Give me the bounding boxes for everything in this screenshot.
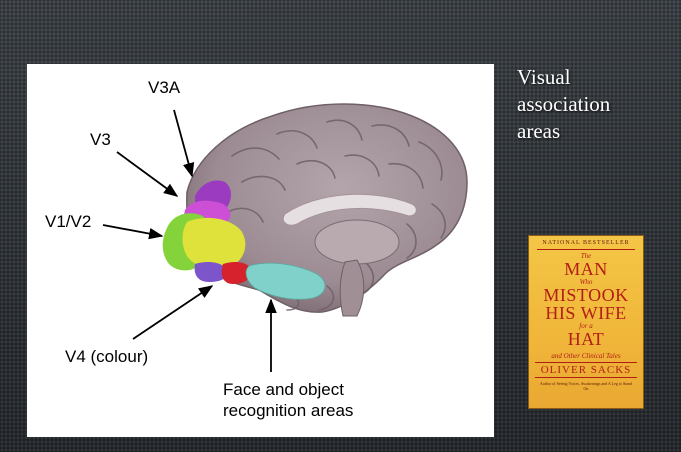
label-v4: V4 (colour): [65, 347, 149, 366]
label-v3: V3: [90, 130, 111, 149]
label-face-line1: Face and object: [223, 380, 344, 399]
slide-title: Visual association areas: [517, 64, 667, 145]
arrow-v1v2: [102, 224, 164, 240]
title-line-3: areas: [517, 119, 561, 143]
brainstem: [339, 259, 365, 317]
book-hat: HAT: [567, 329, 605, 349]
label-face-line2: recognition areas: [223, 401, 354, 420]
title-line-1: Visual: [517, 65, 571, 89]
book-mistook: MISTOOK: [543, 285, 629, 305]
label-v1v2: V1/V2: [45, 212, 92, 231]
book-author: OLIVER SACKS: [535, 362, 637, 378]
book-footnote: Author of Seeing Voices, Awakenings and …: [539, 381, 633, 391]
face-object-region: [245, 262, 326, 300]
v4-purple-region: [194, 262, 228, 282]
book-his-wife: HIS WIFE: [545, 303, 627, 323]
title-line-2: association: [517, 92, 611, 116]
book-cover-image: NATIONAL BESTSELLER The MAN Who MISTOOK …: [528, 235, 644, 409]
arrow-v3: [116, 151, 179, 197]
v1v2-region: [182, 217, 246, 269]
corpus-callosum: [282, 193, 417, 226]
book-subtitle: and Other Clinical Tales: [551, 352, 621, 360]
arrow-v4: [132, 285, 214, 340]
book-rule: [537, 249, 635, 250]
book-for-a: for a: [579, 322, 593, 330]
brain-diagram: [102, 103, 468, 372]
book-top-line: NATIONAL BESTSELLER: [542, 240, 630, 246]
label-v3a: V3A: [148, 78, 181, 97]
book-man: MAN: [564, 259, 608, 279]
v4-region: [221, 262, 252, 284]
arrow-v3a: [173, 109, 195, 178]
book-who: Who: [579, 278, 593, 286]
book-the: The: [580, 252, 592, 260]
brain-gyri: [224, 119, 446, 311]
thalamus: [314, 219, 400, 265]
diagram-panel: V3A V3 V1/V2 V4 (colour) Face and object…: [27, 64, 494, 437]
